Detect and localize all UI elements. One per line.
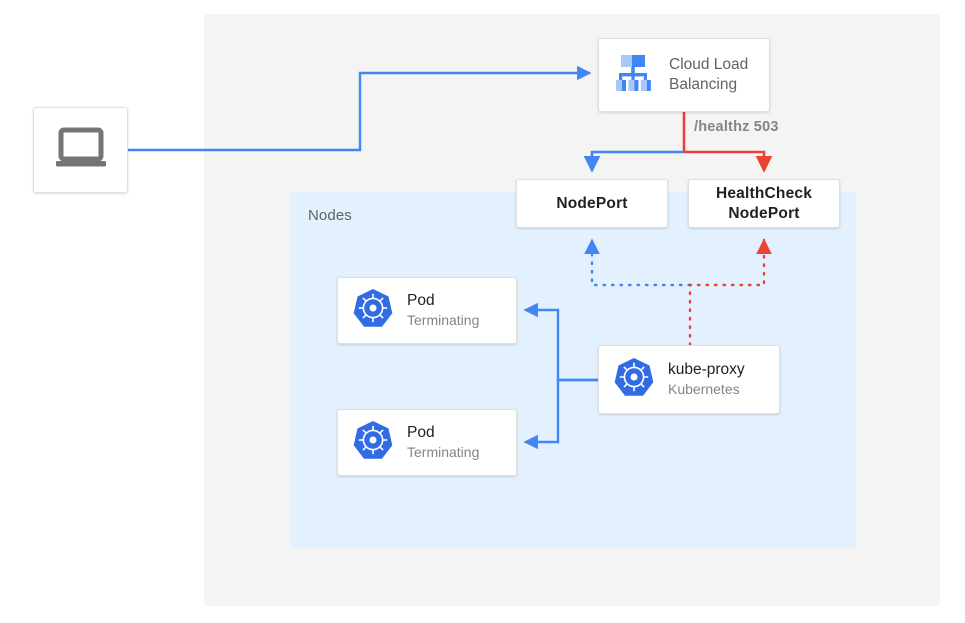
pod-node-2-text: Pod Terminating xyxy=(407,423,479,461)
nodeport-node[interactable]: NodePort xyxy=(516,179,668,228)
edge-loadbalancer-to-healthcheck xyxy=(684,150,773,173)
edge-loadbalancer-to-nodeport xyxy=(583,150,684,173)
cloud-load-balancing-label-line1: Cloud Load xyxy=(669,55,749,73)
edge-client-to-loadbalancer xyxy=(128,65,592,152)
kubernetes-icon xyxy=(352,287,394,334)
kubernetes-icon xyxy=(352,419,394,466)
cloud-load-balancing-icon xyxy=(611,51,657,100)
edge-kubeproxy-to-healthcheck-dotted xyxy=(688,238,772,347)
edge-kubeproxy-to-pod2 xyxy=(523,378,598,450)
kubernetes-icon xyxy=(613,356,655,403)
cloud-load-balancing-node[interactable]: Cloud Load Balancing xyxy=(598,38,770,112)
nodes-panel-label: Nodes xyxy=(308,207,352,224)
pod-node-1-title: Pod xyxy=(407,292,435,310)
kube-proxy-subtitle: Kubernetes xyxy=(668,381,740,398)
kube-proxy-node[interactable]: kube-proxy Kubernetes xyxy=(598,345,780,414)
pod-node-1-status: Terminating xyxy=(407,312,480,329)
healthz-status-label: /healthz 503 xyxy=(694,119,779,135)
nodeport-label: NodePort xyxy=(556,194,628,212)
pod-node-2[interactable]: Pod Terminating xyxy=(337,409,517,476)
cloud-load-balancing-label: Cloud Load Balancing xyxy=(669,55,748,96)
client-node[interactable] xyxy=(33,107,128,193)
edge-kubeproxy-to-nodeport-dotted xyxy=(584,238,692,287)
pod-node-1-text: Pod Terminating xyxy=(407,291,479,329)
healthcheck-nodeport-label: HealthCheck NodePort xyxy=(716,184,812,223)
healthcheck-nodeport-label-line2: NodePort xyxy=(728,204,800,222)
healthcheck-nodeport-label-line1: HealthCheck xyxy=(715,185,813,203)
pod-node-1[interactable]: Pod Terminating xyxy=(337,277,517,344)
edge-kubeproxy-to-pod1 xyxy=(523,302,598,382)
pod-node-2-status: Terminating xyxy=(407,444,480,461)
pod-node-2-title: Pod xyxy=(407,424,435,442)
kube-proxy-title: kube-proxy xyxy=(668,361,745,379)
cloud-load-balancing-label-line2: Balancing xyxy=(669,76,738,93)
healthcheck-nodeport-node[interactable]: HealthCheck NodePort xyxy=(688,179,840,228)
laptop-icon xyxy=(53,127,109,174)
kube-proxy-text: kube-proxy Kubernetes xyxy=(668,360,745,398)
